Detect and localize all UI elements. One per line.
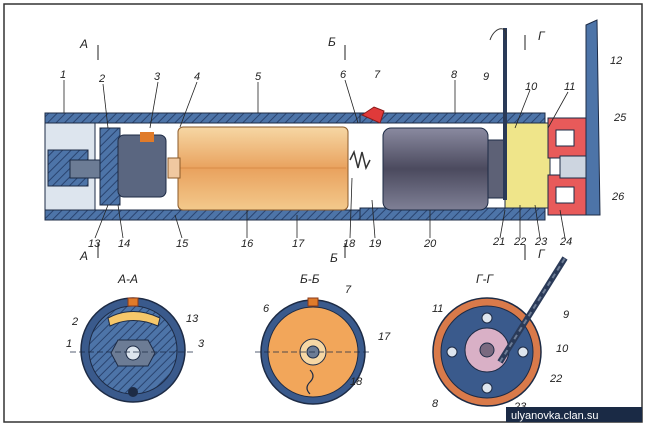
part-label: 4 [194, 71, 200, 83]
part-label: 10 [525, 81, 538, 93]
part-label: 1 [60, 69, 66, 81]
leader-lines [63, 79, 569, 239]
part-label: 7 [345, 284, 352, 296]
part-label: 20 [423, 238, 437, 250]
part-label: 3 [198, 338, 205, 350]
part-label: 12 [610, 55, 622, 67]
part-label: 13 [186, 313, 199, 325]
section-cut-lines [97, 35, 526, 260]
blade [585, 19, 601, 216]
contact-block [99, 127, 121, 206]
part-label: 11 [564, 81, 575, 93]
part-label: 18 [343, 238, 356, 250]
part-label: 6 [340, 69, 347, 81]
part-label: 8 [451, 69, 458, 81]
part-label: 26 [611, 191, 625, 203]
part-label: 10 [556, 343, 569, 355]
part-label: 22 [513, 236, 526, 248]
part-label: 22 [549, 373, 562, 385]
part-label: 24 [559, 236, 572, 248]
part-label: 15 [176, 238, 189, 250]
part-label: 3 [154, 71, 161, 83]
section-mark-g: Г [538, 29, 546, 43]
drawing-border [3, 3, 643, 423]
part-label: 5 [255, 71, 262, 83]
body-wall-top [44, 112, 366, 124]
longitudinal-section [44, 19, 601, 221]
part-label: 2 [98, 73, 105, 85]
switch-unit [117, 134, 167, 198]
watermark-bg [506, 407, 642, 422]
watermark: ulyanovka.clan.su [511, 410, 598, 422]
part-label: 17 [378, 331, 391, 343]
section-title: А-А [117, 272, 138, 286]
section-mark-b: Б [328, 35, 336, 49]
motor [382, 127, 489, 211]
section-marks: А А Б Б Г Г [79, 29, 546, 265]
body-wall-bottom [44, 209, 366, 221]
contact-latch [360, 106, 385, 124]
part-label: 25 [613, 112, 627, 124]
section-mark-a: А [79, 37, 88, 51]
section-mark-b: Б [330, 251, 338, 265]
cross-section-aa: А-А 2 1 13 3 [66, 272, 205, 403]
part-label: 1 [66, 338, 72, 350]
part-label: 11 [432, 303, 443, 315]
gear-housing [504, 122, 551, 209]
section-mark-a: А [79, 249, 88, 263]
part-label: 17 [292, 238, 305, 250]
part-label: 18 [350, 376, 363, 388]
spring [349, 149, 371, 171]
cross-section-bb: Б-Б 6 7 17 18 [255, 272, 391, 405]
part-labels: 1 2 3 4 5 6 7 8 9 10 11 12 13 14 15 16 1… [60, 55, 627, 250]
part-label: 19 [369, 238, 381, 250]
section-title: Б-Б [300, 272, 320, 286]
motor-housing-top [359, 112, 546, 124]
part-label: 13 [88, 238, 101, 250]
section-title: Г-Г [476, 272, 495, 286]
part-label: 2 [71, 316, 78, 328]
part-label: 9 [483, 71, 489, 83]
part-label: 7 [374, 69, 381, 81]
part-label: 21 [492, 236, 505, 248]
part-label: 23 [534, 236, 548, 248]
part-label: 16 [241, 238, 254, 250]
cross-section-gg: Г-Г 11 9 10 22 8 23 [432, 256, 569, 413]
part-label: 14 [118, 238, 130, 250]
part-label: 9 [563, 309, 569, 321]
part-label: 6 [263, 303, 270, 315]
section-mark-g: Г [538, 247, 546, 261]
part-label: 8 [432, 398, 439, 410]
